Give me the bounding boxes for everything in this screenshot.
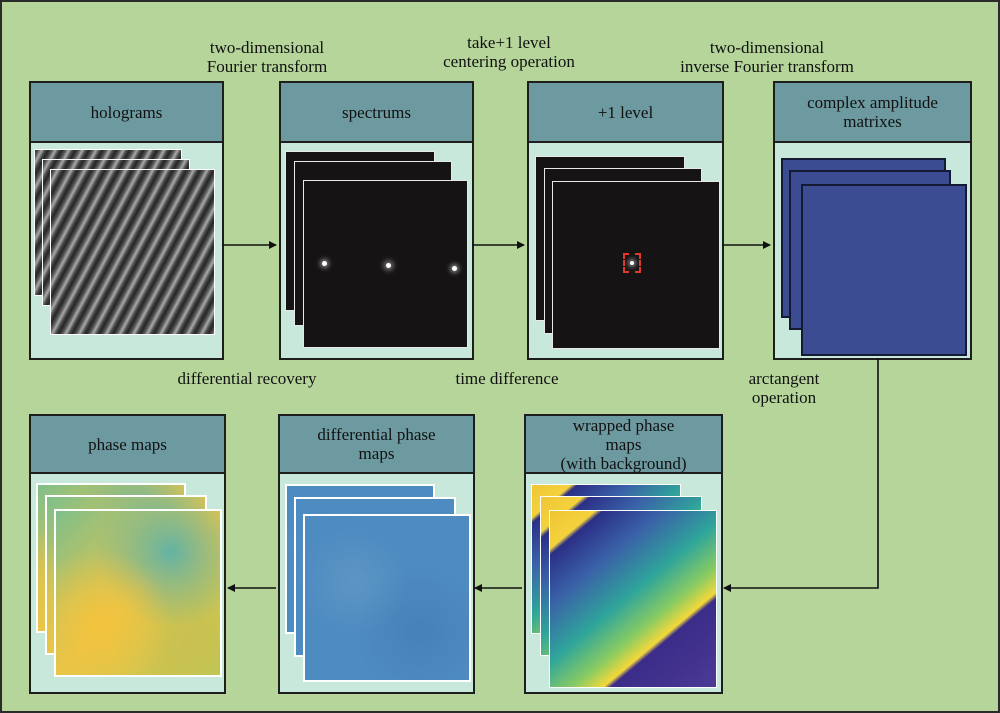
arctangent-operation-label: arctangent operation [724,369,844,407]
arctangent-line-2: operation [751,388,817,407]
phase-maps-header: phase maps [31,416,224,474]
wrapped-phase-box: wrapped phase maps (with background) [524,414,723,694]
differential-phase-box: differential phase maps [278,414,475,694]
centering-label-line-2: centering operation [443,52,575,71]
centered-peak-selection [623,253,641,273]
wrapped-map-front [549,510,717,688]
time-difference-label: time difference [455,369,559,388]
complex-matrix-front [801,184,967,356]
differential-recovery-label: differential recovery [177,369,317,388]
inverse-label-line-1: two-dimensional [709,38,825,57]
wrapped-header-line-2: maps [605,434,642,454]
spectrum-peak-left [322,261,327,266]
plus-one-image-front [552,181,720,349]
centering-label-line-1: take+1 level [467,33,551,52]
inverse-fourier-label: two-dimensional inverse Fourier transfor… [657,38,877,76]
spectrums-header: spectrums [281,83,472,143]
wrapped-phase-header: wrapped phase maps (with background) [526,416,721,474]
phase-map-front [54,509,222,677]
arrow-complex-to-wrapped [723,358,879,592]
wrapped-header-line-3: (with background) [560,453,687,473]
fourier-transform-label: two-dimensional Fourier transform [192,38,342,76]
fourier-label-line-1: two-dimensional [209,38,325,57]
wrapped-header-line-1: wrapped phase [572,415,675,435]
plus-one-level-box: +1 level [527,81,724,360]
differential-header-line-1: differential phase [317,425,436,444]
inverse-label-line-2: inverse Fourier transform [680,57,854,76]
phase-maps-box: phase maps [29,414,226,694]
complex-header-line-2: matrixes [843,112,902,131]
holograms-header: holograms [31,83,222,143]
centered-peak [630,261,634,265]
spectrum-peak-center [386,263,391,268]
spectrum-image-front [303,180,468,348]
spectrum-peak-right [452,266,457,271]
differential-map-front [303,514,471,682]
differential-phase-header: differential phase maps [280,416,473,474]
hologram-image-front [50,169,215,335]
complex-amplitude-header: complex amplitude matrixes [775,83,970,143]
complex-amplitude-box: complex amplitude matrixes [773,81,972,360]
centering-operation-label: take+1 level centering operation [414,33,604,71]
holograms-box: holograms [29,81,224,360]
arctangent-line-1: arctangent [748,369,820,388]
differential-header-line-2: maps [358,444,395,463]
complex-header-line-1: complex amplitude [807,93,938,112]
fourier-label-line-2: Fourier transform [206,57,328,76]
spectrums-box: spectrums [279,81,474,360]
plus-one-level-header: +1 level [529,83,722,143]
